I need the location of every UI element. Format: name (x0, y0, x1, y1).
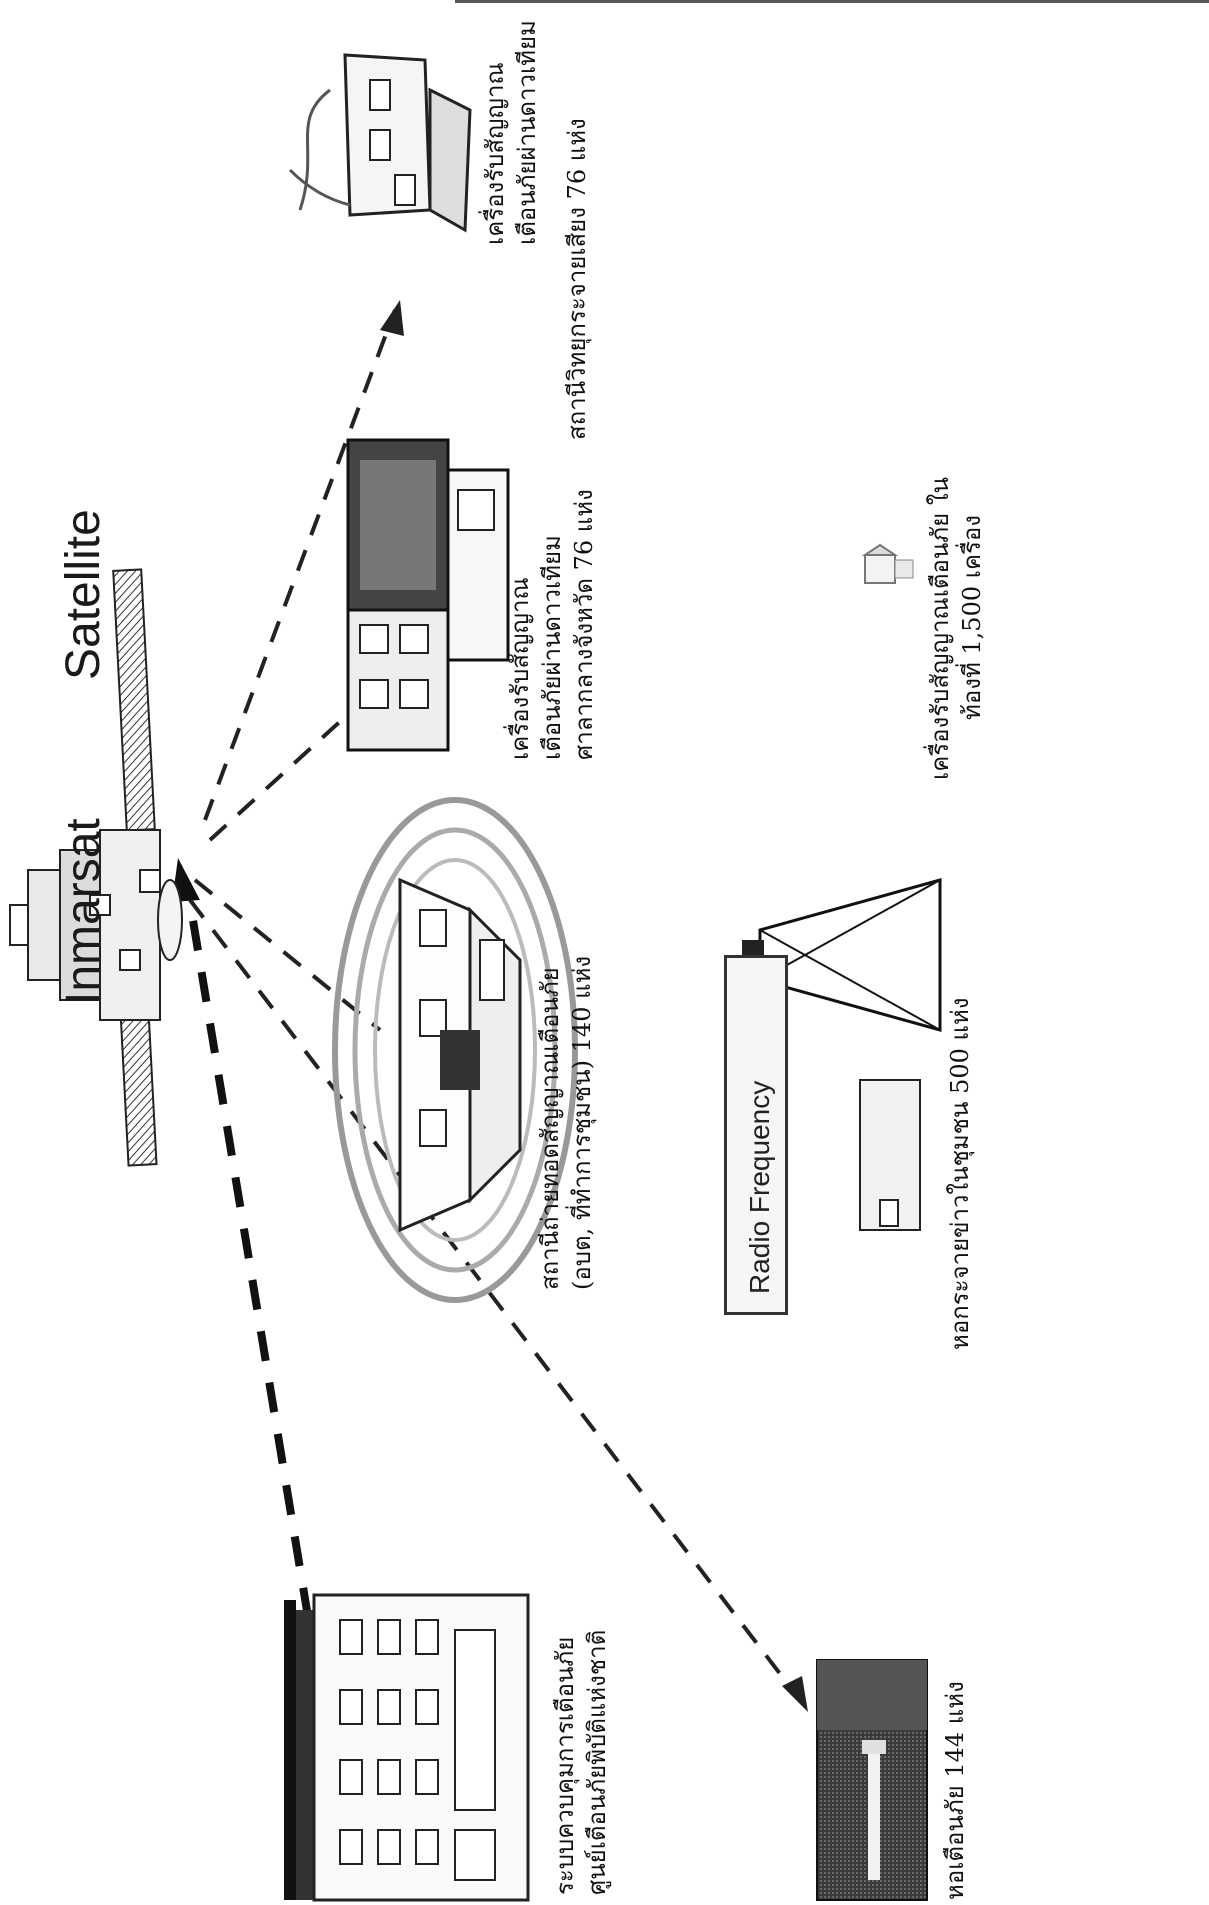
satellite-antenna (9, 904, 29, 946)
relay-station-label-1: สถานีถ่ายทอดสัญญาณเตือนภัย (536, 967, 564, 1290)
provincial-hall-building (346, 438, 510, 752)
warning-tower-label: หอเตือนภัย 144 แห่ง (941, 1681, 969, 1900)
national-center-building (284, 1593, 530, 1902)
solar-panel-top (112, 568, 156, 832)
satellite-title-right: Satellite (57, 509, 110, 680)
satellite-body-3 (99, 829, 161, 1021)
satellite-graphic (9, 568, 183, 1167)
arrowhead-warning-tower (782, 1676, 808, 1712)
top-border-line (455, 0, 1209, 3)
arrowhead-radio-station (380, 300, 404, 336)
provincial-hall-label-3: ศาลากลางจังหวัด 76 แห่ง (570, 489, 598, 760)
arrow-to-radio-station (203, 309, 397, 821)
radio-station-label-3: สถานีวิทยุกระจายเสียง 76 แห่ง (563, 118, 591, 440)
national-center-label-2: ศูนย์เตือนภัยพิบัติแห่งชาติ (583, 1629, 611, 1895)
satellite-body-1 (27, 869, 61, 981)
relay-station-graphic (332, 797, 578, 1303)
community-broadcast-graphic (742, 878, 942, 1231)
radio-station-building (288, 53, 472, 233)
provincial-hall-label-2: เตือนภัยผ่านดาวเทียม (538, 535, 566, 760)
arrow-to-provincial-hall (208, 633, 437, 842)
local-receiver-label-2: ท้องที่ 1,500 เครื่อง (958, 514, 986, 720)
local-receiver-graphic (861, 543, 914, 584)
radio-station-label-1: เครื่องรับสัญญาณ (481, 62, 509, 245)
radio-station-label-2: เตือนภัยผ่านดาวเทียม (513, 20, 541, 245)
community-broadcast-label: หอกระจายข่าวในชุมชน 500 แห่ง (946, 997, 974, 1350)
arrow-to-warning-tower (188, 898, 802, 1702)
radio-frequency-label: Radio Frequency (744, 1080, 775, 1294)
warning-tower-photo (816, 1659, 928, 1901)
radio-frequency-box: Radio Frequency (724, 955, 788, 1315)
local-receiver-label-1: เครื่องรับสัญญาณเตือนภัย ใน (926, 477, 954, 780)
arrow-to-relay-station (193, 878, 382, 1032)
uplink-arrow (184, 889, 329, 1721)
downlink-arrows (188, 309, 802, 1702)
satellite-title-left: Inmarsat (57, 818, 110, 1005)
provincial-hall-label-1: เครื่องรับสัญญาณ (506, 577, 534, 760)
relay-station-label-2: (อบต, ที่ทำการชุมชน) 140 แห่ง (568, 955, 596, 1290)
national-center-label-1: ระบบควบคุมการเตือนภัย (551, 1636, 579, 1895)
